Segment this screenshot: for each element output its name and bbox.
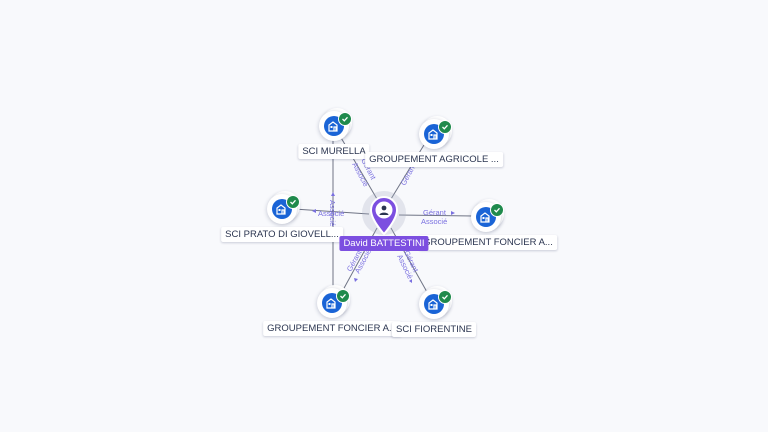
verified-check-icon <box>438 120 452 134</box>
entity-label[interactable]: GROUPEMENT FONCIER A... <box>263 321 401 336</box>
verified-check-icon <box>336 289 350 303</box>
arrow-prato <box>312 209 316 213</box>
arrow-foncier-right <box>451 211 455 215</box>
edge-foncier-right <box>398 214 474 217</box>
edge-agricole <box>390 139 428 200</box>
verified-check-icon <box>338 112 352 126</box>
arrow-vertical <box>331 192 335 196</box>
entity-label[interactable]: SCI PRATO DI GIOVELL... <box>221 227 343 242</box>
arrow-foncier-bottom <box>354 278 358 282</box>
edge-prato <box>293 208 370 215</box>
person-icon <box>379 205 389 215</box>
rel-vertical-associe: Associé <box>328 200 337 226</box>
arrow-fiorentine <box>409 279 412 283</box>
person-label[interactable]: David BATTESTINI <box>339 236 429 251</box>
rel-prato-associe: Associé <box>318 209 344 218</box>
verified-check-icon <box>286 195 300 209</box>
entity-label[interactable]: GROUPEMENT AGRICOLE ... <box>365 152 503 167</box>
entity-label[interactable]: SCI FIORENTINE <box>391 322 477 337</box>
entity-label[interactable]: SCI MURELLA <box>298 144 370 159</box>
verified-check-icon <box>438 290 452 304</box>
verified-check-icon <box>490 203 504 217</box>
rel-foncier-right-associe: Associé <box>421 217 447 226</box>
entity-label[interactable]: GROUPEMENT FONCIER A... <box>419 235 557 250</box>
rel-foncier-right-gerant: Gérant <box>423 208 447 217</box>
